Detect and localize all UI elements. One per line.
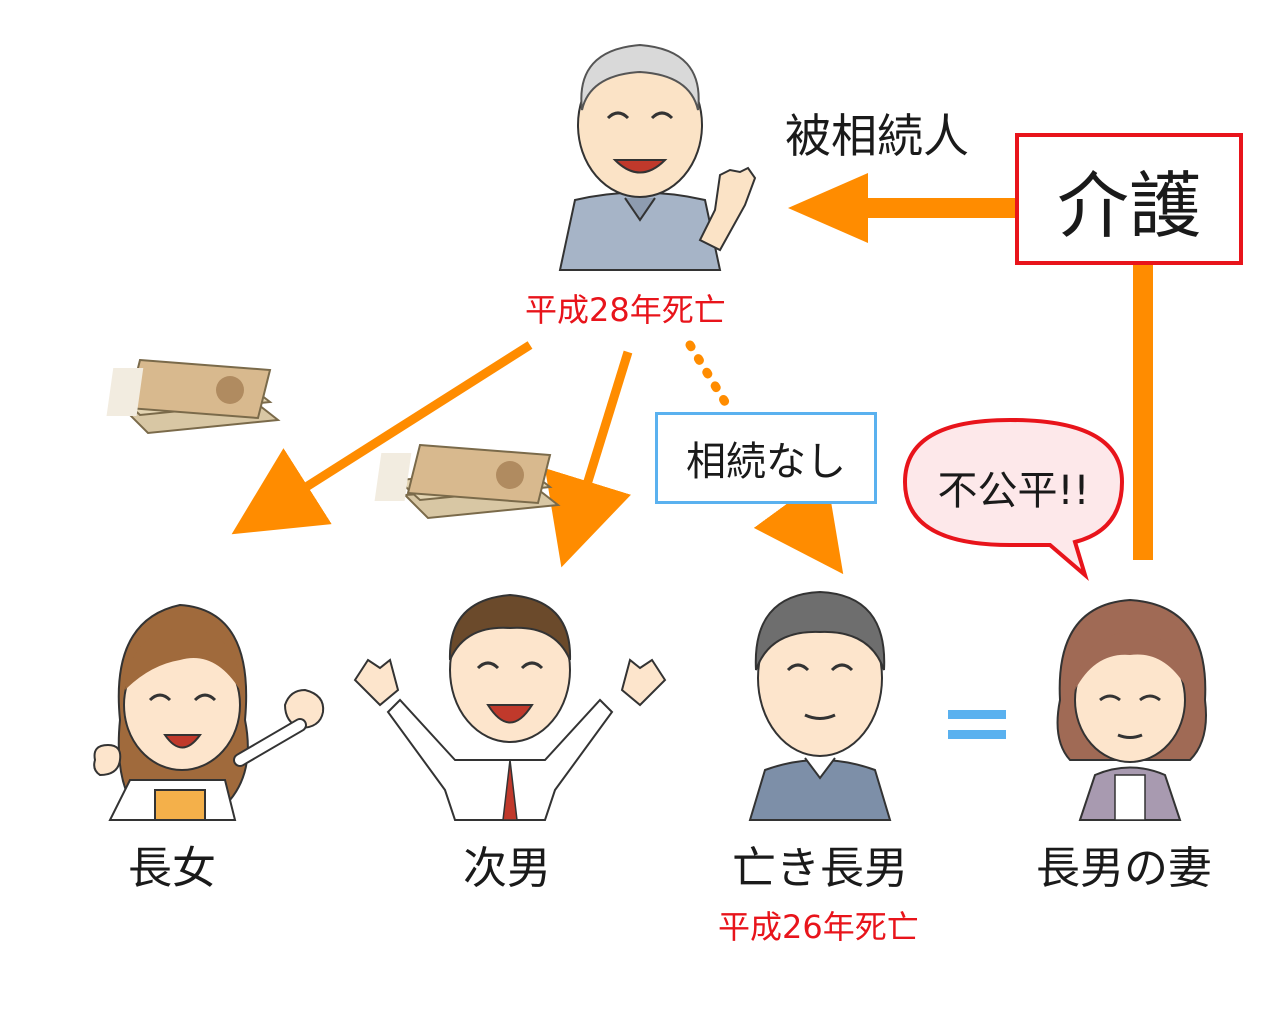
dotted-line-to-deceased-son [685,340,735,415]
care-horizontal-bar [855,198,1017,218]
decedent-label: 被相続人 [785,109,969,163]
arrow-to-deceased-son [753,474,844,575]
no-inheritance-label: 相続なし [686,439,846,485]
decedent-figure [558,43,757,271]
deceased-eldest-son-death-label: 平成26年死亡 [718,908,919,946]
care-box: 介護 [1015,133,1243,265]
no-inheritance-box: 相続なし [655,412,877,504]
eldest-daughter-figure [93,603,325,821]
equals-bottom-bar [948,730,1006,739]
eldest-sons-wife-figure [1056,598,1207,821]
deceased-eldest-son-figure [748,590,892,821]
unfair-bubble-label: 不公平!! [937,468,1090,514]
speech-bubble [902,417,1125,581]
arrow-to-eldest-daughter [231,341,533,535]
deceased-eldest-son-label: 亡き長男 [732,843,908,894]
second-son-figure [353,593,667,821]
care-box-label: 介護 [1056,163,1201,248]
care-arrowhead [788,173,868,243]
eldest-sons-wife-label: 長男の妻 [1036,843,1212,894]
care-vertical-bar [1133,265,1153,560]
equals-top-bar [948,710,1006,719]
eldest-daughter-label: 長女 [128,843,216,894]
arrow-to-second-son [544,350,633,568]
second-son-label: 次男 [463,843,551,894]
money-stack-left-icon [106,358,281,435]
money-stack-middle-icon [374,443,561,520]
decedent-death-label: 平成28年死亡 [525,291,726,329]
